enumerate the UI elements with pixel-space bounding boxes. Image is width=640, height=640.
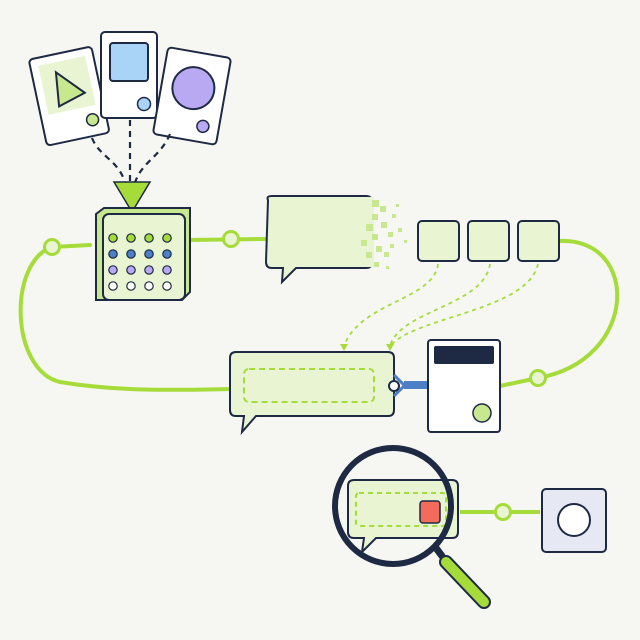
output-chips	[417, 220, 560, 262]
grid-dot	[108, 249, 118, 259]
pixel-dissolve	[361, 200, 407, 269]
output-chip	[467, 220, 510, 262]
panel-card	[427, 339, 501, 433]
triangle-card	[28, 46, 110, 147]
loop-connector	[18, 237, 619, 514]
panel-header-bar	[434, 346, 494, 364]
radio-circle-icon	[557, 503, 591, 537]
search-to-box-node	[494, 503, 512, 521]
dot-grid	[108, 233, 172, 291]
grid-dot	[162, 281, 172, 291]
highlight-marker	[419, 500, 441, 524]
grid-dot	[162, 233, 172, 243]
triangle-icon	[54, 70, 87, 108]
magnifier-icon	[332, 445, 491, 609]
loop-nodes	[43, 230, 547, 521]
grid-dot	[126, 249, 136, 259]
output-chip	[517, 220, 560, 262]
grid-dot	[144, 281, 154, 291]
panel-status-dot	[472, 403, 492, 423]
chip-flow-arrows	[343, 263, 539, 347]
grid-dot	[108, 233, 118, 243]
grid-dot	[126, 233, 136, 243]
funnel-arrow-icon	[112, 181, 152, 214]
cube-to-bubble-node	[222, 230, 240, 248]
dashed-text-field	[243, 368, 375, 403]
grid-dot	[162, 249, 172, 259]
speech-bubble-middle	[229, 351, 395, 436]
square-icon	[109, 42, 149, 82]
chip-flow-arrowheads	[340, 344, 394, 351]
grid-dot	[126, 281, 136, 291]
search-dashed-field	[355, 492, 447, 527]
grid-dot	[144, 249, 154, 259]
circle-card	[152, 46, 232, 146]
dot-grid-cube	[95, 207, 191, 301]
circle-icon	[171, 66, 216, 111]
square-card	[100, 31, 158, 119]
blue-connector	[388, 373, 428, 398]
grid-dot	[144, 265, 154, 275]
output-chip	[417, 220, 460, 262]
target-box	[541, 488, 607, 553]
grid-dot	[144, 233, 154, 243]
grid-dot	[108, 281, 118, 291]
grid-dot	[108, 265, 118, 275]
search-bubble	[347, 479, 459, 555]
left-loop-node	[43, 238, 61, 256]
speech-bubble-top	[264, 195, 407, 285]
input-flow-arrows	[90, 120, 172, 187]
right-loop-node	[529, 369, 547, 387]
grid-dot	[126, 265, 136, 275]
grid-dot	[162, 265, 172, 275]
